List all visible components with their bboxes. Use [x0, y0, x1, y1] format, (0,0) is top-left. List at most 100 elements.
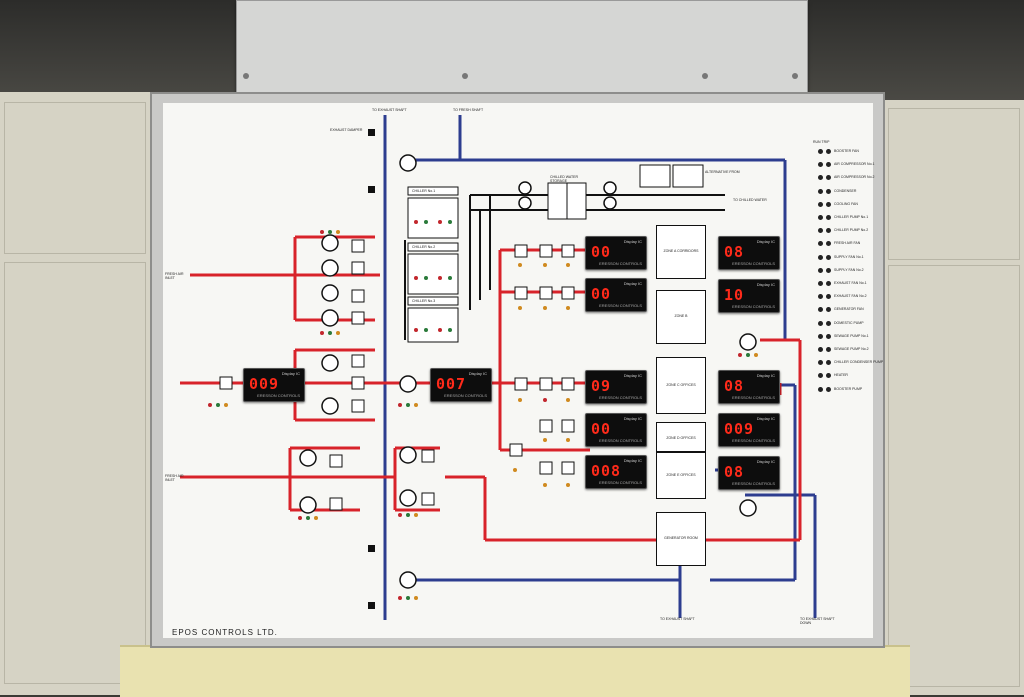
- legend-item-label: BOOSTER PUMP: [834, 386, 863, 391]
- display-brand: ERESSON CONTROLS: [599, 480, 642, 485]
- legend-item: SEWAGE PUMP No.1: [818, 333, 878, 341]
- display-title: Display IC: [756, 459, 775, 464]
- display-brand: ERESSON CONTROLS: [599, 395, 642, 400]
- trip-lamp-icon: [826, 386, 831, 392]
- legend-item-label: BOOSTER FAN: [834, 149, 859, 153]
- trip-lamp-icon: [826, 307, 831, 313]
- zone-label: ZONE E OFFICES: [666, 473, 696, 478]
- left-cabinet: [0, 92, 150, 695]
- legend-item: EXHAUST FAN No.1: [818, 280, 878, 288]
- run-lamp-icon: [818, 320, 823, 326]
- zone-c-box: ZONE C OFFICES: [656, 357, 706, 414]
- screw-icon: [792, 73, 798, 79]
- cabinet-door: [4, 102, 146, 254]
- run-lamp-icon: [818, 333, 823, 339]
- legend-item: SUPPLY FAN No.1: [818, 254, 878, 262]
- legend-item: FRESH AIR FAN: [818, 240, 878, 248]
- legend-item-label: CHILLER PUMP No.2: [834, 228, 869, 233]
- legend-item: CONDENSER: [818, 188, 878, 196]
- legend-item: EXHAUST FAN No.2: [818, 293, 878, 301]
- trip-lamp-icon: [826, 175, 831, 181]
- trip-lamp-icon: [826, 241, 831, 247]
- cabinet-door: [4, 262, 146, 684]
- trip-lamp-icon: [826, 320, 831, 326]
- display-brand: ERESSON CONTROLS: [599, 261, 642, 266]
- run-lamp-icon: [818, 175, 823, 181]
- zone-label: GENERATOR ROOM: [664, 536, 698, 541]
- legend-item-label: EXHAUST FAN No.1: [834, 281, 867, 285]
- trip-lamp-icon: [826, 149, 831, 154]
- exhaust-bottom-label: TO EXHAUST SHAFT: [660, 617, 695, 621]
- exhaust-damper-label: EXHAUST DAMPER: [330, 128, 363, 132]
- legend-item: HEATER: [818, 372, 878, 380]
- display-value: 00: [591, 285, 612, 303]
- legend-item: SEWAGE PUMP No.2: [818, 346, 878, 354]
- screw-icon: [243, 73, 249, 79]
- display-title: Display IC: [468, 371, 487, 376]
- run-lamp-icon: [818, 241, 823, 247]
- display-title: Display IC: [281, 371, 300, 376]
- run-lamp-icon: [818, 228, 823, 234]
- run-lamp-icon: [818, 347, 823, 352]
- display-brand: ERESSON CONTROLS: [599, 303, 642, 308]
- chilled-water-label: TO CHILLED WATER: [733, 198, 767, 202]
- legend-item-label: EXHAUST FAN No.2: [834, 294, 867, 299]
- display-value: 008: [591, 462, 622, 480]
- zone-d-box: ZONE D OFFICES: [656, 422, 706, 452]
- legend-item-label: FRESH AIR FAN: [834, 241, 861, 246]
- run-lamp-icon: [818, 188, 823, 194]
- screw-icon: [702, 73, 708, 79]
- zone-a-box: ZONE A CORRIDORS: [656, 225, 706, 279]
- zone-label: ZONE D OFFICES: [666, 435, 696, 440]
- legend-item-label: CONDENSER: [834, 188, 857, 193]
- legend-item-label: SEWAGE PUMP No.1: [834, 333, 869, 338]
- run-lamp-icon: [818, 267, 823, 273]
- trip-lamp-icon: [826, 215, 831, 220]
- trip-lamp-icon: [826, 360, 831, 366]
- display-title: Display IC: [623, 239, 642, 244]
- display-title: Display IC: [756, 282, 775, 287]
- legend-header: RUN TRIP: [813, 140, 830, 144]
- display-title: Display IC: [623, 281, 642, 286]
- cabinet-door: [888, 108, 1020, 260]
- legend-item-label: AIR COMPRESSOR No.1: [834, 162, 875, 167]
- legend-item-label: HEATER: [834, 373, 848, 378]
- display-value: 08: [724, 377, 745, 395]
- fresh-shaft-label: TO FRESH SHAFT: [453, 108, 484, 112]
- display-value: 009: [249, 375, 280, 393]
- display-value: 00: [591, 420, 612, 438]
- display-value: 08: [724, 243, 745, 261]
- cabinet-door: [888, 265, 1020, 687]
- overhead-enclosure: [236, 0, 808, 98]
- display-value: 09: [591, 377, 612, 395]
- alternative-label: ALTERNATIVE FROM: [705, 170, 740, 174]
- legend-item-label: SEWAGE PUMP No.2: [834, 347, 869, 351]
- run-lamp-icon: [818, 294, 823, 300]
- display-value: 08: [724, 463, 745, 481]
- chiller-2-label: CHILLER No.2: [412, 245, 436, 249]
- run-lamp-icon: [818, 360, 823, 366]
- display-brand: ERESSON CONTROLS: [599, 438, 642, 443]
- display-title: Display IC: [756, 416, 775, 421]
- display-title: Display IC: [623, 458, 642, 463]
- display-title: Display IC: [756, 239, 775, 244]
- display-title: Display IC: [623, 373, 642, 378]
- legend-item: CHILLER PUMP No.2: [818, 227, 878, 235]
- legend-item-label: GENERATOR FAN: [834, 307, 864, 312]
- display-value: 10: [724, 286, 745, 304]
- display-brand: ERESSON CONTROLS: [732, 304, 775, 309]
- legend-item: SUPPLY FAN No.2: [818, 267, 878, 275]
- fresh-bottom-label: TO EXHAUST SHAFT DOWN: [800, 617, 835, 625]
- legend-item: COOLING FAN: [818, 201, 878, 209]
- legend-item-label: COOLING FAN: [834, 201, 858, 206]
- display-brand: ERESSON CONTROLS: [732, 481, 775, 486]
